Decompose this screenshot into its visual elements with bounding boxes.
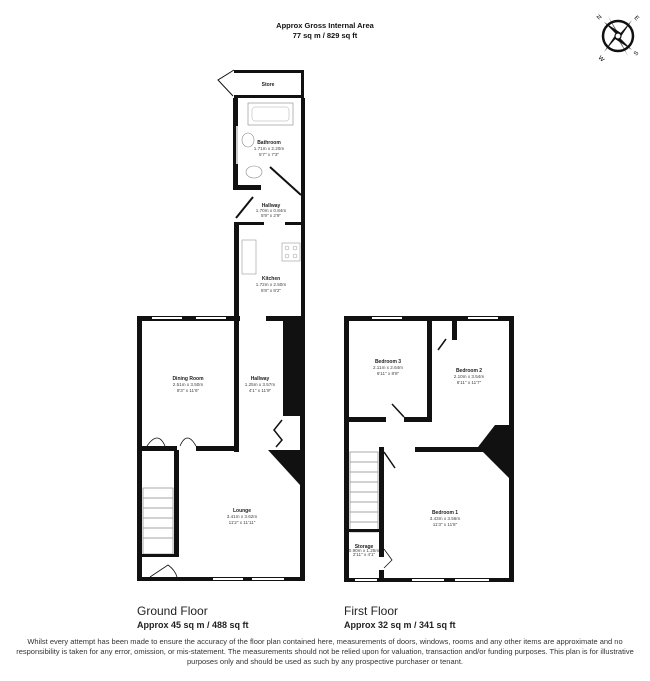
- room-bedroom1-name: Bedroom 1: [432, 510, 458, 516]
- room-lounge-metric: 3.41m x 3.62m: [227, 514, 258, 519]
- room-storage-metric: 0.90m x 1.25m: [349, 548, 380, 553]
- room-kitchen-metric: 1.72m x 2.50m: [256, 282, 287, 287]
- first-floor-label: First Floor: [344, 604, 398, 618]
- room-dining-imperial: 8'3" x 11'6": [177, 388, 200, 393]
- gross-area-value: 77 sq m / 829 sq ft: [292, 31, 358, 40]
- room-storage-name: Storage: [355, 544, 374, 550]
- room-lounge-imperial: 11'2" x 11'11": [229, 520, 256, 525]
- room-kitchen-name: Kitchen: [262, 276, 280, 282]
- room-hallway-name: Hallway: [251, 376, 270, 382]
- ground-floor-plan: [137, 69, 305, 581]
- room-bedroom3-name: Bedroom 3: [375, 359, 401, 365]
- room-dining-metric: 2.51m x 3.50m: [173, 382, 204, 387]
- compass-s: S: [633, 50, 640, 57]
- gross-area-title: Approx Gross Internal Area 77 sq m / 829…: [0, 21, 650, 41]
- room-hallway-metric: 1.25m x 3.57m: [245, 382, 276, 387]
- ground-floor-label: Ground Floor: [137, 604, 208, 618]
- disclaimer-text: Whilst every attempt has been made to en…: [16, 637, 634, 666]
- room-store-name: Store: [262, 82, 275, 88]
- room-bedroom3-metric: 2.11m x 2.64m: [373, 365, 403, 370]
- room-bedroom3-imperial: 6'11" x 8'8": [377, 371, 400, 376]
- compass-rose-icon: N E S W: [596, 14, 640, 64]
- room-storage-imperial: 2'11" x 4'1": [353, 552, 376, 557]
- compass-w: W: [597, 55, 605, 63]
- floor-plan-drawing: Store Bathroom 1.71m x 2.20m 5'7" x 7'3"…: [137, 69, 514, 582]
- compass-n: N: [596, 14, 603, 21]
- room-bedroom1-imperial: 11'3" x 11'8": [433, 522, 458, 527]
- room-bedroom1-metric: 3.43m x 3.56m: [430, 516, 461, 521]
- room-kitchen-imperial: 5'8" x 8'2": [261, 288, 281, 293]
- room-bedroom2-imperial: 6'11" x 11'7": [457, 380, 482, 385]
- room-bathroom-imperial: 5'7" x 7'3": [259, 152, 279, 157]
- gross-area-heading: Approx Gross Internal Area: [276, 21, 374, 30]
- compass-e: E: [633, 15, 640, 22]
- first-floor-plan: [344, 316, 514, 582]
- room-labels: Store Bathroom 1.71m x 2.20m 5'7" x 7'3"…: [172, 82, 484, 557]
- room-bedroom2-name: Bedroom 2: [456, 368, 482, 374]
- room-bathroom-name: Bathroom: [257, 140, 281, 146]
- room-bedroom2-metric: 2.10m x 3.54m: [454, 374, 485, 379]
- room-bathroom-metric: 1.71m x 2.20m: [254, 146, 285, 151]
- room-hallway-imperial: 4'1" x 11'9": [249, 388, 272, 393]
- room-lounge-name: Lounge: [233, 508, 251, 514]
- room-hallway-small-metric: 1.70m x 0.84m: [256, 208, 287, 213]
- room-hallway-small-name: Hallway: [262, 203, 281, 209]
- room-dining-name: Dining Room: [172, 376, 204, 382]
- room-hallway-small-imperial: 5'9" x 2'9": [261, 213, 281, 218]
- first-floor-area: Approx 32 sq m / 341 sq ft: [344, 620, 456, 630]
- ground-floor-area: Approx 45 sq m / 488 sq ft: [137, 620, 249, 630]
